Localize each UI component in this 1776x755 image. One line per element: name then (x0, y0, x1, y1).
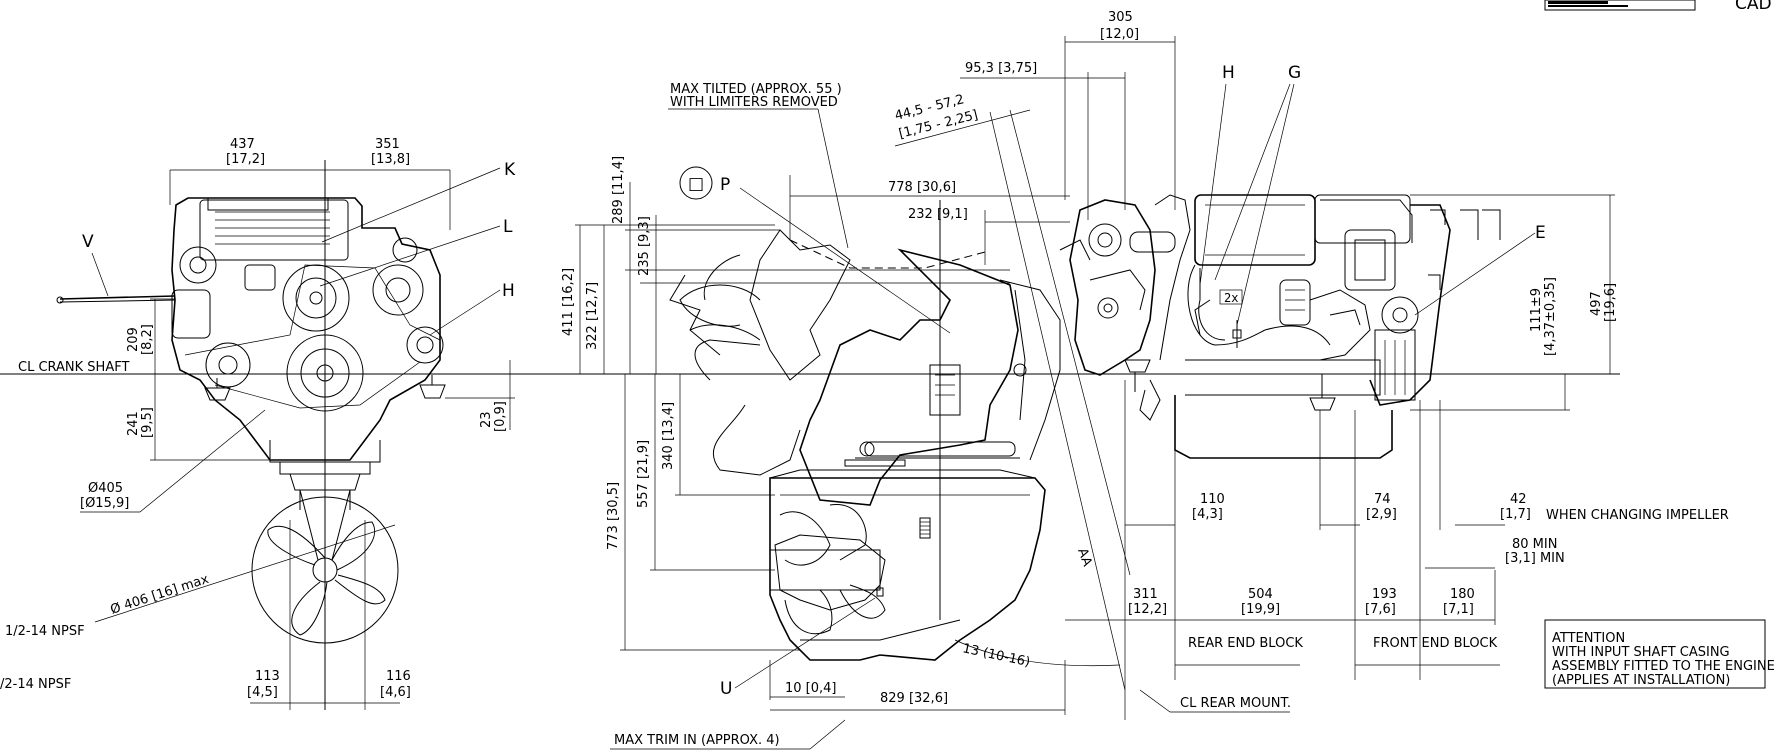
dim-504: 504 (1248, 587, 1273, 602)
dim-232: 232 [9,1] (908, 207, 968, 222)
dim-23-in: [0,9] (493, 401, 508, 432)
dim-180: 180 (1450, 587, 1475, 602)
npsf-label-1: 1/2-14 NPSF (5, 624, 85, 639)
dim-340: 340 [13,4] (661, 402, 676, 470)
dim-110-in: [4,3] (1192, 507, 1223, 522)
dim-74-in: [2,9] (1366, 507, 1397, 522)
front-end-block-label: FRONT END BLOCK (1373, 636, 1498, 651)
dim-95: 95,3 [3,75] (965, 61, 1037, 76)
dim-411: 411 [16,2] (561, 268, 576, 336)
dim-23: 23 (479, 411, 494, 428)
side-view-engine (1059, 194, 1501, 459)
dim-504-in: [19,9] (1241, 602, 1280, 617)
dim-113-in: [4,5] (247, 685, 278, 700)
dim-10: 10 [0,4] (785, 681, 837, 696)
callout-u: U (720, 679, 732, 699)
attention-note: ATTENTION WITH INPUT SHAFT CASING ASSEMB… (1544, 619, 1775, 689)
dim-193-in: [7,6] (1365, 602, 1396, 617)
dim-209-in: [8,2] (140, 324, 155, 355)
dim-437-in: [17,2] (226, 152, 265, 167)
max-tilted-line-2: WITH LIMITERS REMOVED (670, 95, 838, 110)
aa-label: AA (1074, 546, 1094, 568)
callout-l: L (503, 217, 513, 237)
dim-111-in: [4,37±0,35] (1543, 277, 1558, 356)
attention-line-2: WITH INPUT SHAFT CASING (1552, 645, 1730, 660)
dim-557: 557 [21,9] (636, 440, 651, 508)
callout-p: P (720, 175, 730, 195)
dim-405: Ø405 (88, 481, 123, 496)
dim-773: 773 [30,5] (606, 482, 621, 550)
dim-311-in: [12,2] (1128, 602, 1167, 617)
dim-305-in: [12,0] (1100, 27, 1139, 42)
dim-497-in: [19,6] (1603, 283, 1618, 322)
callout-g: G (1288, 63, 1301, 83)
front-view-engine (56, 160, 446, 710)
attention-line-1: ATTENTION (1552, 631, 1625, 646)
dim-235: 235 [9,3] (637, 216, 652, 276)
callout-e: E (1535, 223, 1546, 243)
dim-351-in: [13,8] (371, 152, 410, 167)
dim-80: 80 MIN (1512, 537, 1557, 552)
max-trim-in: MAX TRIM IN (APPROX. 4) (614, 733, 780, 748)
dim-74: 74 (1374, 492, 1391, 507)
dim-829: 829 [32,6] (880, 691, 948, 706)
dim-193: 193 (1372, 587, 1397, 602)
attention-line-4: (APPLIES AT INSTALLATION) (1552, 673, 1730, 688)
two-x-label: 2x (1224, 291, 1238, 305)
tilt-angle: 13 (10-16) (961, 641, 1031, 670)
dim-111: 111±9 (1529, 288, 1544, 332)
dim-405-in: [Ø15,9] (80, 496, 129, 511)
npsf-label-2: /2-14 NPSF (0, 677, 71, 692)
dim-289: 289 [11,4] (611, 156, 626, 224)
when-changing-impeller: WHEN CHANGING IMPELLER (1546, 508, 1729, 523)
dim-305: 305 (1108, 10, 1133, 25)
cl-rear-mount-label: CL REAR MOUNT. (1180, 696, 1291, 711)
dim-241: 241 (126, 411, 141, 436)
dim-209: 209 (126, 327, 141, 352)
dim-311: 311 (1133, 587, 1158, 602)
dim-42: 42 (1510, 492, 1527, 507)
dim-116-in: [4,6] (380, 685, 411, 700)
title-block: CAD (1544, 0, 1772, 14)
dim-116: 116 (386, 669, 411, 684)
dim-42-in: [1,7] (1500, 507, 1531, 522)
dim-113: 113 (255, 669, 280, 684)
side-view-dimensions: MAX TILTED (APPROX. 55 ) WITH LIMITERS R… (561, 82, 1131, 750)
dim-241-in: [9,5] (140, 407, 155, 438)
dim-110: 110 (1200, 492, 1225, 507)
engine-dimensions: 305 [12,0] 95,3 [3,75] 44,5 - 57,2 [1,75… (893, 10, 1729, 720)
callout-k: K (504, 160, 516, 180)
side-view-sterndrive (669, 200, 1061, 661)
rear-end-block-label: REAR END BLOCK (1188, 636, 1303, 651)
dim-406: Ø 406 [16] max (109, 572, 211, 618)
dim-351: 351 (375, 137, 400, 152)
dim-180-in: [7,1] (1443, 602, 1474, 617)
dim-778: 778 [30,6] (888, 180, 956, 195)
dim-497: 497 (1589, 291, 1604, 316)
callout-h-left: H (502, 281, 515, 301)
cl-crank-shaft-label: CL CRANK SHAFT (18, 360, 129, 375)
callout-h-right: H (1222, 63, 1235, 83)
dim-322: 322 [12,7] (585, 282, 600, 350)
front-view-callouts: K L H V (82, 160, 516, 336)
max-tilted-line-1: MAX TILTED (APPROX. 55 ) (670, 82, 842, 97)
dim-80-in: [3,1] MIN (1505, 551, 1565, 566)
callout-p-box: □ (688, 174, 704, 194)
callout-v: V (82, 232, 94, 252)
dim-437: 437 (230, 137, 255, 152)
attention-line-3: ASSEMBLY FITTED TO THE ENGINE (1552, 659, 1775, 674)
front-view-dimensions: 437 [17,2] 351 [13,8] 209 [8,2] 241 [9,5… (0, 137, 515, 710)
title-block-mark: CAD (1735, 0, 1772, 14)
